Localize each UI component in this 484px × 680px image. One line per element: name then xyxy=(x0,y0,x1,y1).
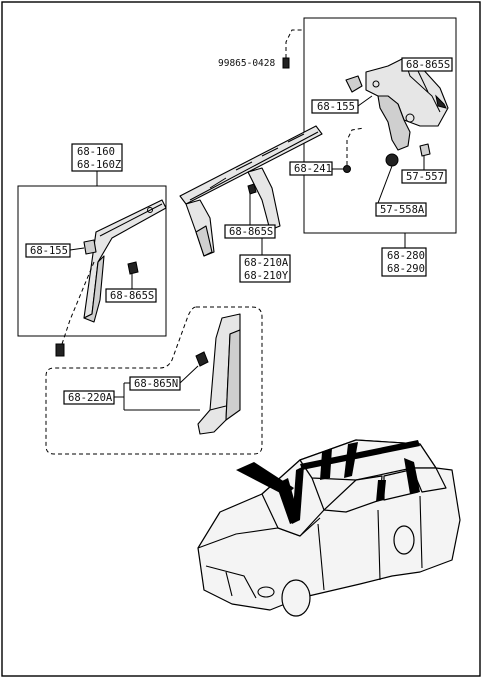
center-trim-box xyxy=(239,254,291,283)
lower-trim-icon xyxy=(197,313,241,435)
left-clip-label: 68-155 xyxy=(30,245,68,257)
bolt-top-label: 99865-0428 xyxy=(218,58,275,69)
left-group-no2-label: 68-160Z xyxy=(77,159,121,171)
center-trim-no2-label: 68-210Y xyxy=(244,270,289,282)
center-trim-no1-label: 68-210A xyxy=(244,257,289,269)
right-clip-box xyxy=(311,99,359,114)
right-clip-icon xyxy=(345,75,363,93)
right-spacer-label: 68-241 xyxy=(294,163,332,175)
lower-clip-label: 68-865N xyxy=(134,378,178,390)
right-fastener-b-icon xyxy=(385,153,399,167)
right-group-no1-label: 68-280 xyxy=(387,250,425,262)
center-clip-label: 68-865S xyxy=(229,226,273,238)
left-clip-box xyxy=(25,243,71,258)
left-clip-b-label: 68-865S xyxy=(110,290,154,302)
lower-group-frame xyxy=(45,306,263,455)
right-fastener-a-label: 57-557 xyxy=(406,171,444,183)
lower-trim-label: 68-220A xyxy=(68,392,113,404)
left-group-no1-label: 68-160 xyxy=(77,146,115,158)
right-spacer-icon xyxy=(343,165,351,173)
center-clip-icon xyxy=(247,183,257,195)
right-group-box xyxy=(381,247,427,277)
right-primary-box xyxy=(401,57,453,72)
bolt-top-icon xyxy=(282,57,290,69)
right-group-frame xyxy=(303,17,457,234)
right-fastener-b-box xyxy=(375,202,427,217)
left-group-box xyxy=(71,143,123,172)
bolt-top-leader xyxy=(285,29,304,58)
left-clip-b-box xyxy=(105,288,157,303)
right-primary-clip-icon xyxy=(435,94,447,109)
center-trim-icon xyxy=(179,125,323,257)
lower-clip-icon xyxy=(195,351,209,367)
right-fastener-a-icon xyxy=(419,143,431,157)
left-clip-b-icon xyxy=(127,261,139,275)
right-group-no2-label: 68-290 xyxy=(387,263,425,275)
car-illustration-icon xyxy=(197,439,461,617)
right-upper-trim-icon xyxy=(365,57,449,151)
left-pillar-trim-icon xyxy=(83,199,167,323)
right-fastener-b-label: 57-558A xyxy=(380,204,425,216)
left-clip-icon xyxy=(83,239,97,255)
right-clip-label: 68-155 xyxy=(317,101,355,113)
left-bolt-icon xyxy=(55,343,65,357)
right-primary-label: 68-865S xyxy=(406,59,450,71)
left-group-frame xyxy=(17,185,167,337)
